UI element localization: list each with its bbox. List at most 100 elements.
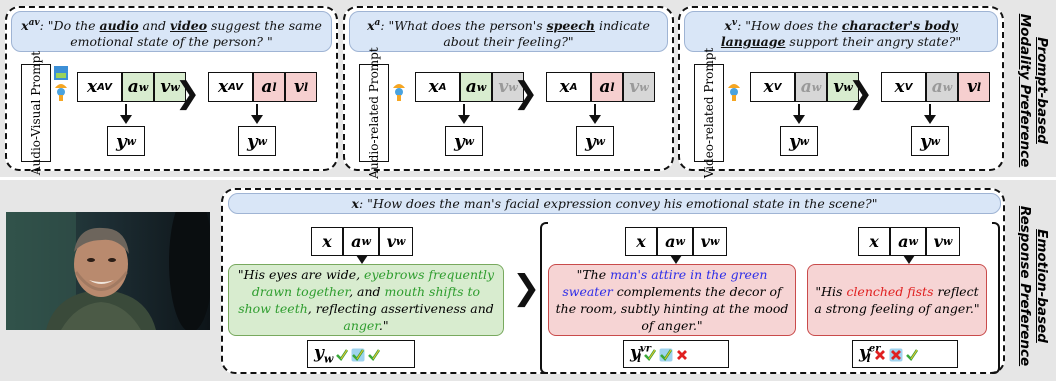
audio-visual-icon	[52, 64, 70, 104]
response-text: "The man's attire in the green sweater c…	[555, 266, 789, 334]
prompt-symbol: xav	[21, 18, 40, 34]
prompt-type-text: Audio-related Prompt	[367, 47, 381, 179]
down-arrow	[120, 104, 132, 124]
response-text-span: , reflecting assertiveness and	[307, 301, 494, 316]
response-text-span: mouth shifts to show teeth	[238, 284, 481, 316]
response-text-box: "His clenched fists reflect a strong fee…	[807, 264, 987, 336]
prompt-text: : "Do the	[39, 18, 100, 34]
check-icon	[335, 347, 349, 362]
response-text-span: eyebrows frequently drawn together	[251, 267, 495, 299]
response-text-span: "His	[815, 284, 847, 299]
prompt-type-text: Video-related Prompt	[702, 47, 716, 179]
prompt-keyword: character's body language	[720, 18, 958, 50]
question-bubble: x: "How does the man's facial expression…	[228, 193, 1001, 214]
prompt-text: : "How does the	[737, 18, 842, 34]
prompt-text: support their angry state?"	[785, 34, 962, 50]
response-text-box: "The man's attire in the green sweater c…	[548, 264, 796, 336]
input-x-cell: x	[625, 227, 657, 256]
prompt-keyword: speech	[546, 18, 595, 34]
down-arrow	[924, 104, 936, 124]
check-icon	[367, 347, 381, 362]
response-text-span: anger	[343, 318, 379, 333]
prompt-bubble: xav: "Do the audio and video suggest the…	[11, 11, 332, 52]
prompt-keyword: audio	[99, 18, 139, 34]
response-text-span: man's attire in the green sweater	[562, 267, 768, 299]
prompt-type-label: Video-related Prompt	[694, 48, 724, 178]
down-arrow	[670, 255, 682, 264]
prompt-type-label: Audio-Visual Prompt	[21, 51, 51, 175]
preference-chevron: ❯	[175, 76, 201, 111]
prompt-symbol: xa	[367, 18, 381, 34]
input-x-cell: x	[311, 227, 343, 256]
down-arrow	[356, 255, 368, 264]
cross-icon	[675, 347, 689, 361]
check-icon	[643, 347, 657, 362]
response-label-symbol: yvrl	[630, 342, 651, 366]
check-icon	[659, 347, 673, 362]
question-symbol: x	[351, 196, 359, 211]
prompt-text: suggest the same emotional state of the …	[70, 18, 322, 50]
response-text-span: clenched fists	[846, 284, 934, 299]
prompt-text: and	[138, 18, 170, 34]
prompt-bubble: xa: "What does the person's speech indic…	[349, 11, 668, 52]
response-label: yw	[307, 340, 415, 368]
check-icon	[351, 347, 365, 362]
response-text-span: , and	[349, 284, 385, 299]
response-text-span: "His eyes are wide,	[237, 267, 365, 282]
question-text: : "How does the man's facial expression …	[359, 196, 878, 211]
side-label-line2: Modality Preference	[1017, 13, 1033, 168]
response-text-span: reflect a strong feeling of anger."	[814, 284, 980, 316]
prompt-type-label: Audio-related Prompt	[359, 47, 389, 179]
response-text-span: ."	[378, 318, 389, 333]
right-bracket	[992, 222, 1000, 374]
prompt-based-side-label: Prompt-based Modality Preference	[1016, 8, 1050, 173]
down-arrow	[251, 104, 263, 124]
down-arrow	[903, 255, 915, 264]
speaker-icon	[390, 64, 408, 104]
man-photo	[6, 212, 210, 330]
cross-icon	[873, 347, 887, 361]
preference-chevron: ❯	[513, 76, 539, 111]
response-text: "His eyes are wide, eyebrows frequently …	[235, 266, 497, 334]
preference-chevron: ❯	[512, 268, 541, 308]
prompt-text: : "What does the person's	[380, 18, 547, 34]
prompt-text: indicate about their feeling?"	[443, 18, 650, 50]
response-text-box: "His eyes are wide, eyebrows frequently …	[228, 264, 504, 336]
preference-chevron: ❯	[848, 76, 874, 111]
response-label-symbol: yw	[314, 342, 334, 366]
prompt-keyword: video	[170, 18, 208, 34]
camera-icon	[725, 64, 743, 104]
response-text: "His clenched fists reflect a strong fee…	[814, 283, 980, 317]
down-arrow	[793, 104, 805, 124]
response-label-symbol: yerl	[859, 342, 881, 366]
emotion-based-side-label: Emotion-based Response Preference	[1016, 196, 1050, 376]
side-label-line2: Response Preference	[1017, 205, 1033, 367]
response-label: yerl	[852, 340, 958, 368]
